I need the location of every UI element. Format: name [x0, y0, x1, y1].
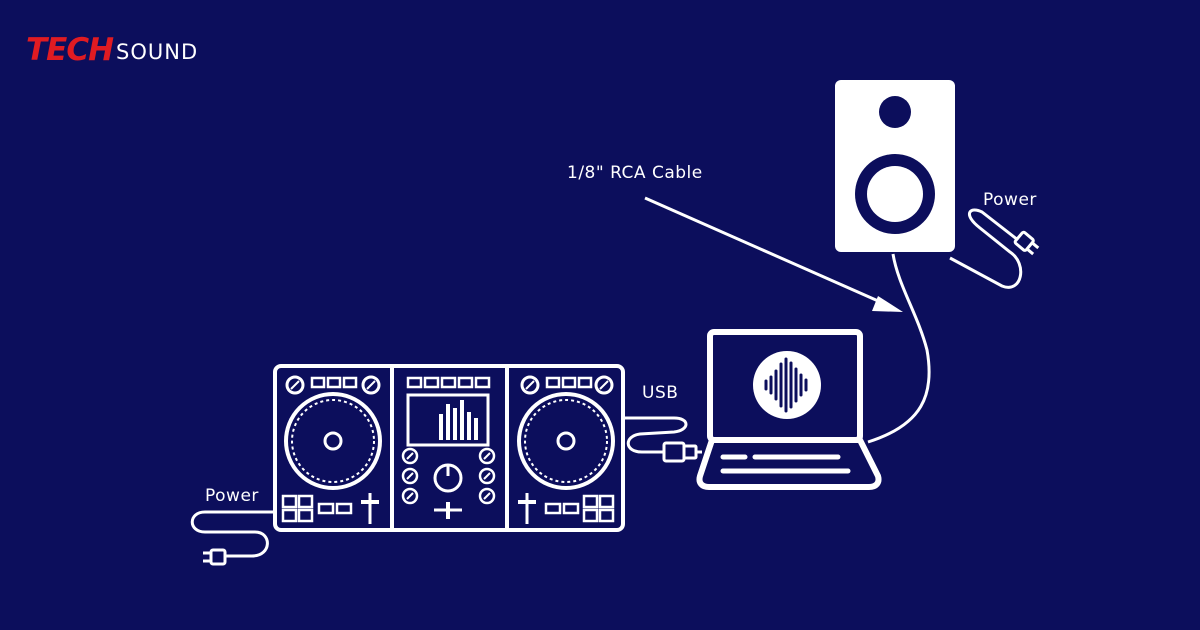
speaker-power-cable [949, 208, 1023, 289]
speaker-icon [835, 80, 955, 252]
dj-controller-icon [273, 364, 625, 532]
rca-cable-label: 1/8" RCA Cable [567, 163, 703, 183]
brand-logo: TECH SOUND [26, 27, 198, 67]
usb-plug-icon [662, 441, 702, 463]
laptop-icon [696, 329, 882, 490]
mixer-section [401, 376, 496, 519]
controller-power-cable [190, 510, 275, 558]
usb-cable [623, 416, 688, 454]
rca-cable [867, 253, 931, 444]
usb-label: USB [642, 383, 679, 403]
controller-power-label: Power [205, 486, 259, 506]
right-deck [517, 375, 615, 524]
speaker-power-label: Power [983, 190, 1037, 210]
brand-logo-tech: TECH [26, 32, 114, 68]
power-plug-icon [203, 548, 227, 566]
left-deck [281, 375, 382, 524]
waveform-logo-icon [753, 351, 821, 419]
rca-arrow [644, 196, 903, 312]
brand-logo-sound: SOUND [116, 40, 199, 64]
power-plug-icon [1013, 230, 1040, 256]
